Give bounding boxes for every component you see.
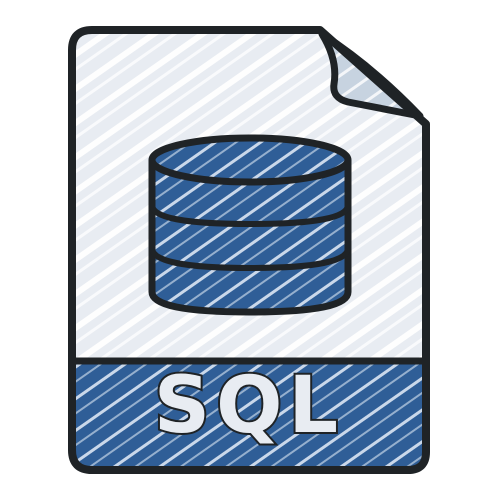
file-type-label: SQL bbox=[154, 361, 344, 451]
label-band bbox=[72, 360, 426, 470]
paper-outline bbox=[68, 26, 430, 474]
database-icon bbox=[148, 134, 352, 316]
